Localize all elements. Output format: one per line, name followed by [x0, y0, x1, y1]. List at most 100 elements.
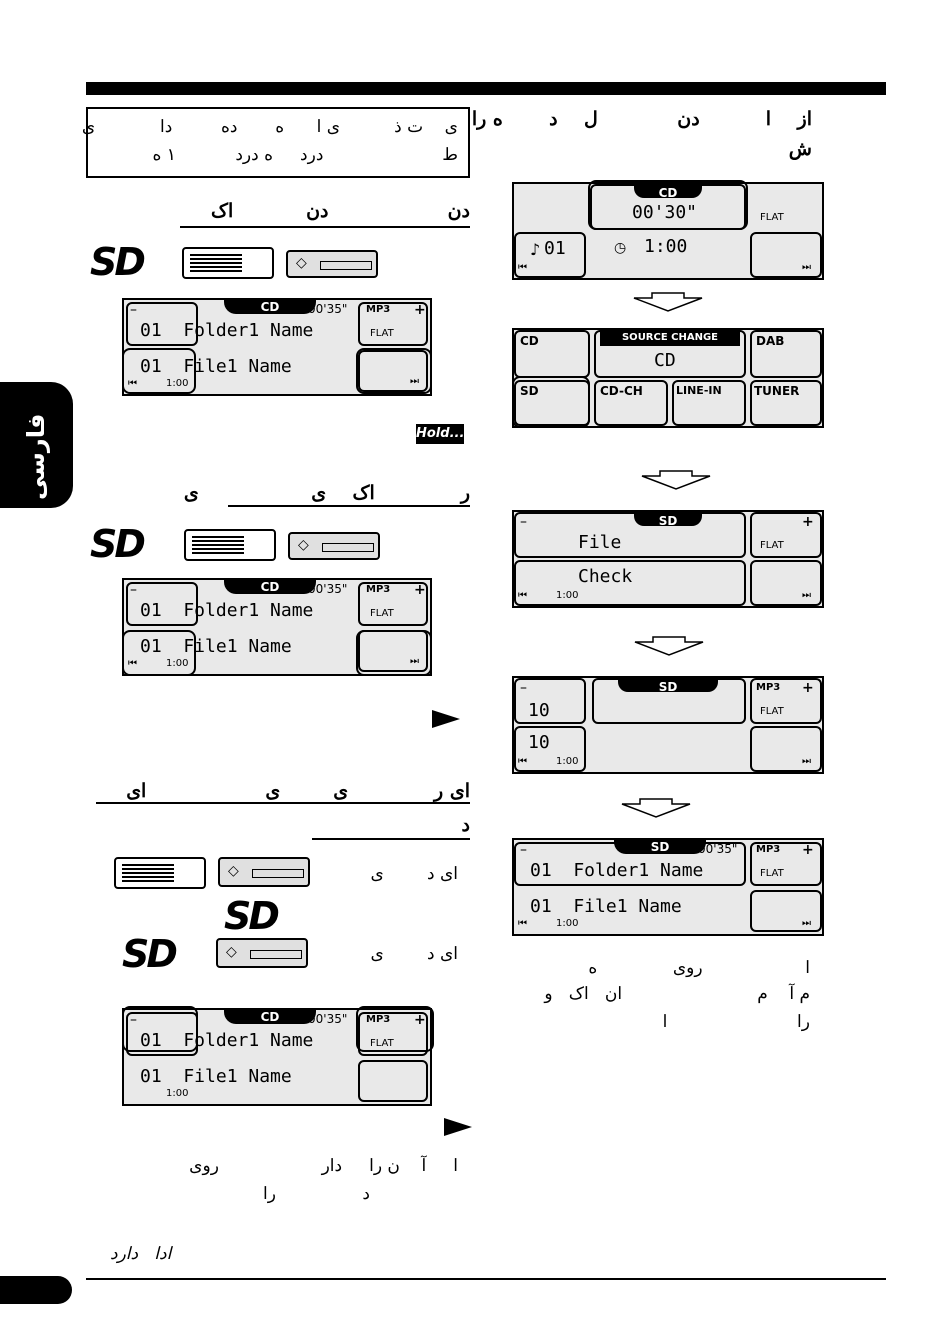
note-line-2: ط درد ه درد ۱ ه [152, 145, 458, 165]
next-track-icon: ⏭ [802, 918, 811, 929]
minus-icon: – [130, 1012, 137, 1028]
minus-icon: – [520, 514, 527, 530]
down-arrow-icon [641, 470, 711, 490]
mp3-cell[interactable] [358, 1012, 428, 1056]
flat-label: FLAT [370, 1038, 394, 1049]
folder-name: 01 Folder1 Name [530, 860, 704, 881]
file-count-cell [514, 726, 586, 772]
source-line-in[interactable] [672, 380, 746, 426]
right-arrow-icon [444, 1118, 472, 1136]
source-header: SD [618, 680, 718, 694]
time-readout: 00'35" [308, 302, 348, 316]
right-heading-line-2: ش [788, 138, 812, 160]
source-header: CD [224, 580, 316, 594]
side-tab-label: فارسی [22, 413, 50, 500]
select-button-3[interactable]: ◇ [218, 857, 310, 887]
section3-underline-2 [312, 838, 470, 840]
note-icon: ♪ [530, 240, 541, 259]
folder-cell [126, 582, 198, 626]
time-highlight [588, 180, 748, 230]
source-cd-ch[interactable] [594, 380, 668, 426]
display-button-3[interactable] [114, 857, 206, 889]
note-line-1: ی ت ذ ی ا ه ده دا ی [81, 117, 458, 137]
clock: 1:00 [166, 378, 189, 389]
minus-icon: – [130, 302, 137, 318]
clock: 1:00 [166, 1088, 189, 1099]
clock: 1:00 [166, 658, 189, 669]
flat-label: FLAT [370, 328, 394, 339]
next-cell [750, 726, 822, 772]
check-line-1: File [578, 532, 622, 553]
mp3-badge: MP3 [756, 844, 781, 855]
next-cell[interactable] [358, 350, 428, 392]
next-track-icon: ⏭ [802, 262, 811, 273]
prev-track-icon: ⏮ [518, 590, 527, 601]
right-text-line-3: را ا [662, 1012, 810, 1032]
select-button[interactable]: ◇ [286, 250, 378, 278]
sd-logo: SD [90, 240, 146, 284]
select-button-4[interactable]: ◇ [216, 938, 308, 968]
down-arrow-icon [634, 636, 704, 656]
lcd-cd-track-2: CD 00'35" MP3 + FLAT – 01 Folder1 Name 0… [122, 578, 432, 676]
lcd-cd-track-1: CD 00'35" MP3 + FLAT – 01 Folder1 Name 0… [122, 298, 432, 396]
section2-underline [228, 505, 470, 507]
lcd-sd-count: – 10 SD MP3 + FLAT 10 ⏮ 1:00 ⏭ [512, 676, 824, 774]
next-cell[interactable] [358, 630, 428, 672]
sd-highlight [512, 376, 590, 428]
check-line-2: Check [578, 566, 633, 587]
source-header: CD [224, 300, 316, 314]
source-header: SD [634, 514, 702, 528]
diamond-icon: ◇ [228, 863, 239, 879]
top-cell [514, 512, 746, 558]
file-name: 01 File1 Name [140, 1066, 292, 1087]
section3-heading-line-1: ای ر ی ی ای [126, 780, 470, 802]
plus-icon: + [414, 1012, 426, 1028]
center-cell [592, 678, 746, 724]
section3-underline-1 [96, 802, 470, 804]
right-heading-line-1: از ا دن ل د ه را [471, 108, 812, 130]
folder-count-cell [514, 678, 586, 724]
prev-track-icon: ⏮ [128, 378, 137, 389]
prev-track-icon: ⏮ [128, 658, 137, 669]
footer-text: ادا دارد [110, 1244, 172, 1264]
source-dab[interactable] [750, 330, 822, 378]
flat-label: FLAT [760, 868, 784, 879]
lcd-cd-track-3: CD 00'35" MP3 + FLAT – 01 Folder1 Name 0… [122, 1008, 432, 1106]
sec3-row1-text: ای د ی [370, 864, 458, 884]
file-name: 01 File1 Name [140, 636, 292, 657]
next-cell [750, 560, 822, 606]
bar-icon [320, 261, 372, 270]
next-track-icon: ⏭ [410, 376, 419, 387]
mp3-badge: MP3 [756, 682, 781, 693]
folder-name: 01 Folder1 Name [140, 320, 314, 341]
display-button[interactable] [182, 247, 274, 279]
display-button-2[interactable] [184, 529, 276, 561]
source-cd-ch-label: CD-CH [600, 384, 643, 398]
note-box: ی ت ذ ی ا ه ده دا ی ط درد ه درد ۱ ه [82, 107, 470, 178]
hold-label: Hold.... [416, 424, 469, 444]
next-cell [750, 232, 822, 278]
bottom-text-line-1: ا آ ن را دار روی [189, 1156, 458, 1176]
time-readout: 00'35" [308, 582, 348, 596]
language-side-tab: فارسی [0, 382, 73, 508]
sd-logo-4: SD [122, 932, 178, 976]
bottom-text-line-2: د را [263, 1184, 370, 1204]
plus-icon: + [414, 582, 426, 598]
right-arrow-icon [432, 710, 460, 728]
clock: 1:00 [556, 590, 579, 601]
select-button-2[interactable]: ◇ [288, 532, 380, 560]
page-number-tab [0, 1276, 72, 1304]
source-tuner[interactable] [750, 380, 822, 426]
folder-cell [126, 302, 198, 346]
mp3-badge: MP3 [366, 1014, 391, 1025]
source-dab-label: DAB [756, 334, 785, 348]
file-highlight-2 [122, 630, 196, 676]
sd-logo-3: SD [224, 894, 280, 938]
right-text-line-2: م آ م ان اک و [544, 984, 810, 1004]
track-cell [514, 232, 586, 278]
next-cell [358, 1060, 428, 1102]
source-line-in-label: LINE-IN [676, 384, 722, 397]
sec3-row2-text: ای د ی [370, 944, 458, 964]
time-readout: 00'30" [632, 202, 698, 223]
source-header: CD [224, 1010, 316, 1024]
